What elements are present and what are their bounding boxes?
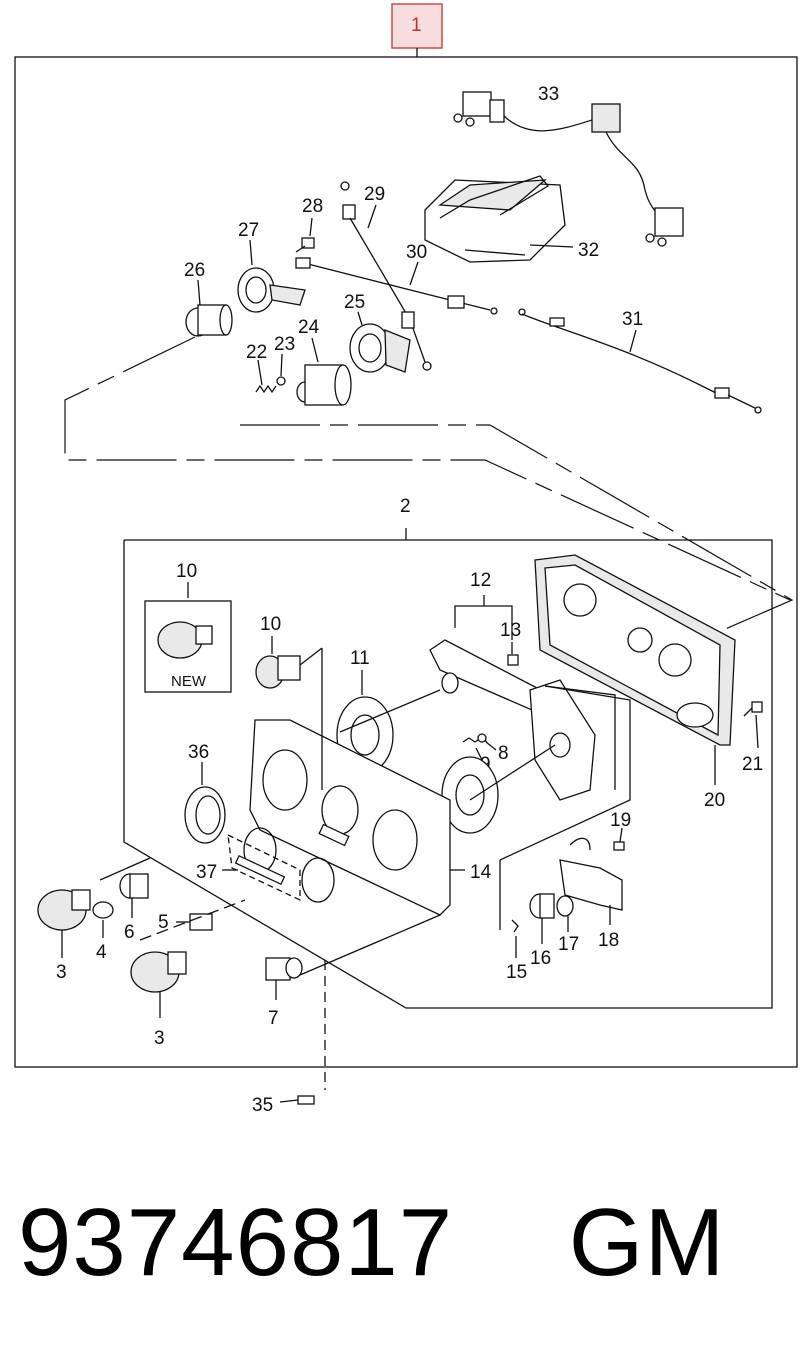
rear-housing-20 (534, 554, 736, 785)
callout-29: 29 (364, 184, 385, 205)
callout-20: 20 (704, 790, 725, 811)
callout-19: 19 (610, 810, 631, 831)
callout-24: 24 (298, 317, 320, 338)
callout-22: 22 (246, 342, 267, 363)
screw-21 (743, 701, 763, 749)
callout-15: 15 (506, 962, 527, 983)
switch-assembly-18 (559, 837, 623, 925)
callout-31: 31 (622, 309, 643, 330)
callout-12: 12 (470, 570, 491, 591)
knob-10 (255, 636, 323, 689)
callout-6: 6 (124, 922, 135, 943)
knob-3-lower (130, 951, 187, 1018)
callout-13: 13 (500, 620, 521, 641)
callout-14: 14 (470, 862, 492, 883)
ball-23 (276, 353, 286, 386)
screw-13 (507, 642, 519, 666)
bezel-ring-36 (184, 762, 226, 844)
new-knob-box: NEW (144, 582, 232, 693)
link-37 (222, 854, 286, 886)
switch-7 (265, 957, 303, 1000)
callout-3-upper: 3 (56, 962, 67, 983)
callout-36: 36 (188, 742, 209, 763)
screw-28 (295, 217, 315, 253)
stem-16 (529, 893, 555, 944)
front-panel-14 (249, 719, 465, 916)
callout-27: 27 (238, 220, 259, 241)
part-number: 93746817 (18, 1189, 454, 1296)
callout-30: 30 (406, 242, 427, 263)
assembly-guide-lines (99, 648, 631, 976)
callout-17: 17 (558, 934, 579, 955)
callout-11: 11 (350, 648, 370, 669)
callout-26: 26 (184, 260, 205, 281)
callout-35: 35 (252, 1095, 273, 1116)
callout-7: 7 (268, 1008, 279, 1029)
bulb-holder-6 (119, 873, 149, 918)
callout-10: 10 (260, 614, 281, 635)
dial-right (441, 756, 499, 834)
screw-35 (279, 960, 326, 1105)
callout-33: 33 (538, 84, 559, 105)
callout-37: 37 (196, 862, 217, 883)
cable-30 (295, 257, 498, 315)
guide-line-lower (240, 424, 794, 641)
screw-19 (613, 827, 625, 851)
plate-12 (429, 595, 596, 801)
cable-31 (521, 313, 762, 414)
sub-assembly-label: 2 (400, 496, 411, 517)
sub-assembly-frame: 2 (123, 496, 773, 1009)
cable-29 (340, 181, 432, 371)
knob-3-upper (37, 889, 91, 958)
brand-name: GM (568, 1189, 726, 1296)
assembly-label: 1 (411, 15, 422, 36)
guide-line-upper (64, 336, 791, 601)
lens-4 (92, 901, 114, 938)
callout-8: 8 (498, 743, 509, 764)
clip-15 (511, 919, 519, 958)
rotor-24 (296, 337, 352, 406)
part-number-footer: 93746817 GM (18, 1188, 725, 1298)
callout-32: 32 (578, 240, 599, 261)
ball-8 (477, 733, 497, 751)
assembly-label-box[interactable] (391, 3, 443, 49)
callout-4: 4 (96, 942, 107, 963)
ring-17 (556, 895, 574, 932)
callout-3-lower: 3 (154, 1028, 165, 1049)
callout-25: 25 (344, 292, 365, 313)
callout-10-new: 10 (176, 561, 197, 582)
callout-28: 28 (302, 196, 323, 217)
rotor-26 (185, 279, 233, 337)
bulb-5 (176, 913, 213, 931)
housing-25 (349, 311, 411, 373)
control-unit-32 (424, 175, 574, 316)
new-caption: NEW (171, 673, 207, 690)
callout-23: 23 (274, 334, 295, 355)
assembly-frame (14, 56, 798, 1068)
callout-18: 18 (598, 930, 619, 951)
callout-16: 16 (530, 948, 551, 969)
harness-33 (453, 91, 684, 247)
spring-22 (255, 359, 277, 394)
callout-5: 5 (158, 912, 169, 933)
bracket-27 (237, 239, 306, 313)
callout-21: 21 (742, 754, 763, 775)
